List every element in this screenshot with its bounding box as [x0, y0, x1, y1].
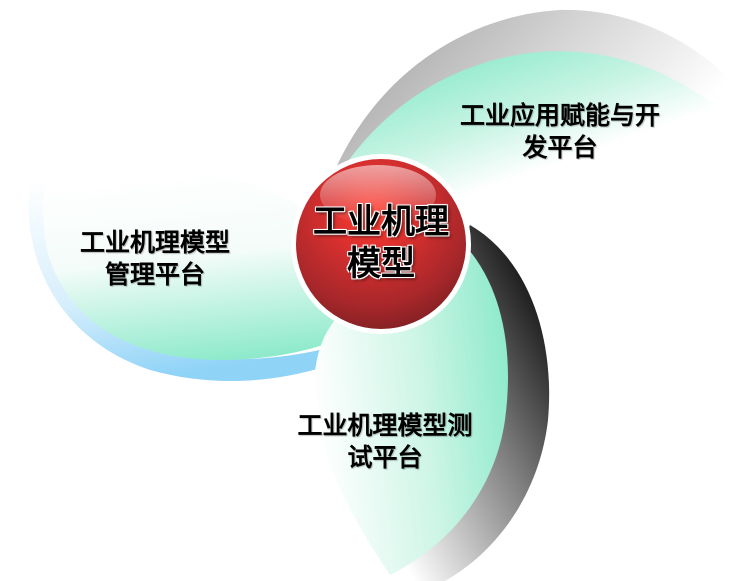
petal-label-top-right: 工业应用赋能与开 发平台 [430, 100, 690, 164]
petal-label-left-line1: 工业机理模型 [79, 228, 230, 257]
center-label-line2: 模型 [347, 244, 415, 284]
petal-label-left: 工业机理模型 管理平台 [50, 227, 260, 291]
center-label-line1: 工业机理 [313, 202, 449, 242]
center-sphere-gloss [320, 165, 436, 225]
petal-label-top-right-line1: 工业应用赋能与开 [459, 101, 660, 130]
petal-label-left-line2: 管理平台 [104, 260, 205, 289]
center-label: 工业机理 模型 [291, 201, 471, 285]
top-right-petal-shadow [335, 9, 731, 179]
petal-label-bottom: 工业机理模型测 试平台 [265, 410, 505, 474]
petal-label-top-right-line2: 发平台 [522, 133, 598, 162]
petal-label-bottom-line1: 工业机理模型测 [297, 411, 473, 440]
bottom-petal-shadow [380, 225, 550, 581]
petal-label-bottom-line2: 试平台 [347, 443, 423, 472]
